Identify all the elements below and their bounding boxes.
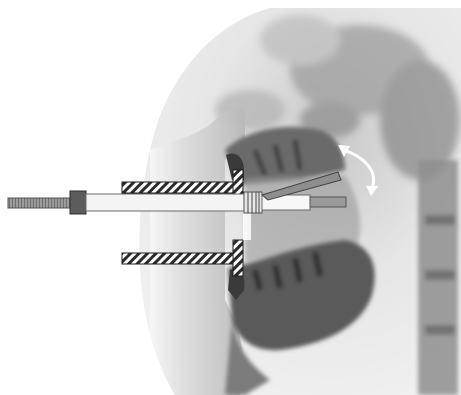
xray-figure: [0, 0, 461, 395]
